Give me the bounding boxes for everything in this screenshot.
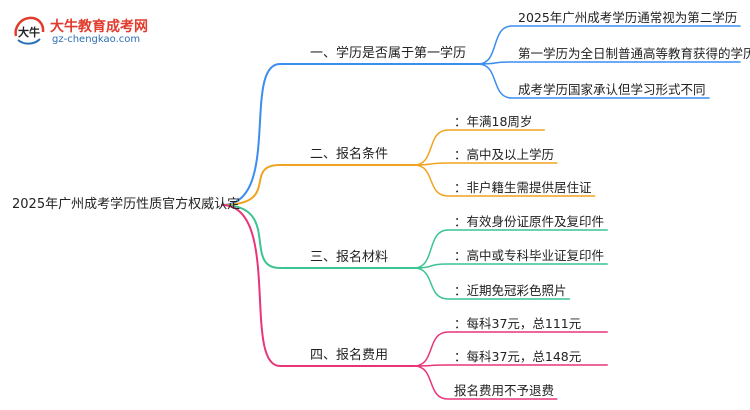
leaf-3-2: ：高中或专科毕业证复印件 [454, 248, 605, 263]
leaf-2-1: ：年满18周岁 [454, 114, 533, 129]
leaf-1-2: 第一学历为全日制普通高等教育获得的学历 [518, 46, 750, 61]
connector-branch-1-leaf-2 [477, 61, 741, 65]
logo-title: 大牛教育成考网 [50, 19, 148, 35]
branch-2-label: 二、报名条件 [310, 147, 389, 162]
leaf-4-3: 报名费用不予退费 [454, 383, 555, 398]
connector-branch-2-leaf-2 [413, 162, 558, 166]
connector-branch-3-leaf-1 [413, 229, 608, 269]
connector-branch-2-leaf-3 [413, 164, 596, 197]
leaf-4-2: ：每科37元，总148元 [454, 349, 582, 364]
connector-branch-2-leaf-1 [413, 129, 545, 166]
logo-mark-icon: 大牛 [14, 16, 45, 45]
connector-branch-1-leaf-3 [477, 63, 710, 99]
branch-3-label: 三、报名材料 [310, 250, 389, 265]
connector-root-branch-2 [221, 164, 415, 206]
branch-1-label: 一、学历是否属于第一学历 [310, 46, 467, 61]
connector-branch-3-leaf-2 [413, 263, 608, 269]
connector-branch-3-leaf-3 [413, 267, 571, 300]
leaf-2-3: ：非户籍生需提供居住证 [454, 180, 592, 195]
connector-root-branch-4 [221, 204, 415, 367]
connector-branch-4-leaf-3 [413, 365, 558, 400]
connector-root-branch-1 [221, 63, 479, 206]
brand-logo: 大牛 大牛教育成考网 gz-chengkao.com [12, 14, 182, 50]
connector-branch-4-leaf-1 [413, 331, 608, 367]
leaf-1-1: 2025年广州成考学历通常视为第二学历 [518, 10, 738, 25]
logo-mark-text: 大牛 [18, 25, 40, 39]
leaf-4-1: ：每科37元，总111元 [454, 316, 582, 331]
leaf-1-3: 成考学历国家承认但学习形式不同 [518, 82, 706, 97]
logo-url: gz-chengkao.com [52, 34, 141, 45]
connector-branch-1-leaf-1 [477, 25, 741, 65]
leaf-3-1: ：有效身份证原件及复印件 [454, 214, 605, 229]
connector-root-branch-3 [221, 204, 415, 269]
connector-branch-4-leaf-2 [413, 364, 608, 367]
root-topic: 2025年广州成考学历性质官方权威认定 [12, 197, 241, 212]
leaf-2-2: ：高中及以上学历 [454, 147, 555, 162]
leaf-3-3: ：近期免冠彩色照片 [454, 283, 567, 298]
branch-4-label: 四、报名费用 [310, 348, 389, 363]
